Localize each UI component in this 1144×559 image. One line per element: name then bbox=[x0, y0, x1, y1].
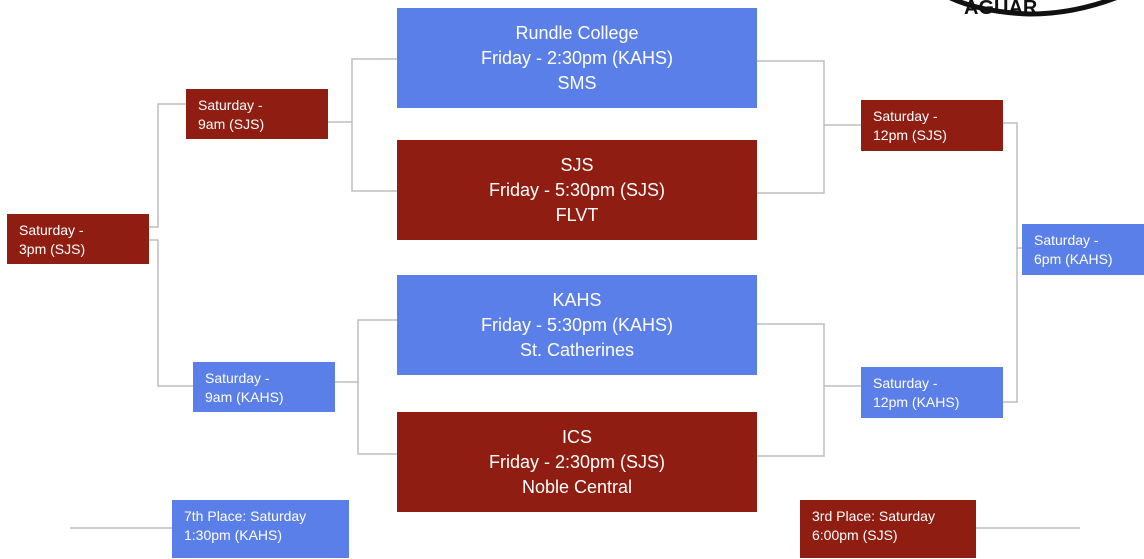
cons-semi-top-line1: Saturday - bbox=[198, 97, 263, 113]
third-place-line1: 3rd Place: Saturday bbox=[812, 508, 935, 524]
cons-final-line2: 3pm (SJS) bbox=[19, 241, 86, 257]
championship-final: Saturday - 6pm (KAHS) bbox=[1022, 224, 1144, 275]
jaguar-logo: AGUAR bbox=[949, 0, 1117, 19]
connector-champ-top bbox=[1003, 122, 1022, 249]
consolation-semi-bottom: Saturday - 9am (KAHS) bbox=[193, 362, 335, 412]
connector-cons-top bbox=[149, 103, 186, 228]
qf2-team1: SJS bbox=[560, 154, 594, 175]
connector-qf4-left bbox=[357, 382, 397, 455]
qf3-team1: KAHS bbox=[552, 289, 602, 310]
connector-qf3-left bbox=[335, 319, 397, 383]
seventh-place-line2: 1:30pm (KAHS) bbox=[184, 527, 283, 543]
connector-qf4-right bbox=[757, 386, 825, 457]
connector-qf2-left bbox=[351, 122, 397, 192]
champ-final-line2: 6pm (KAHS) bbox=[1034, 251, 1113, 267]
seventh-place-line1: 7th Place: Saturday bbox=[184, 508, 307, 524]
svg-text:AGUAR: AGUAR bbox=[964, 0, 1038, 19]
consolation-semi-top: Saturday - 9am (SJS) bbox=[186, 89, 328, 139]
seventh-place-game: 7th Place: Saturday 1:30pm (KAHS) bbox=[172, 500, 349, 558]
qf4-time: Friday - 2:30pm (SJS) bbox=[488, 451, 666, 472]
cons-semi-bottom-line2: 9am (KAHS) bbox=[205, 389, 284, 405]
quarterfinal-3: KAHS Friday - 5:30pm (KAHS) St. Catherin… bbox=[397, 275, 757, 375]
third-place-game: 3rd Place: Saturday 6:00pm (SJS) bbox=[800, 500, 976, 558]
connector-qf1-left bbox=[328, 58, 397, 123]
champ-semi-top-line2: 12pm (SJS) bbox=[873, 127, 947, 143]
qf2-team2: FLVT bbox=[555, 204, 599, 225]
connector-qf2-right bbox=[757, 125, 825, 194]
consolation-final: Saturday - 3pm (SJS) bbox=[7, 214, 149, 264]
qf2-time: Friday - 5:30pm (SJS) bbox=[488, 179, 666, 200]
champ-semi-top-line1: Saturday - bbox=[873, 108, 938, 124]
qf4-team2: Noble Central bbox=[521, 476, 633, 497]
qf1-team2: SMS bbox=[557, 72, 597, 93]
cons-semi-top-line2: 9am (SJS) bbox=[198, 116, 265, 132]
qf1-time: Friday - 2:30pm (KAHS) bbox=[480, 47, 674, 68]
connector-cons-bottom bbox=[149, 239, 193, 387]
quarterfinal-2: SJS Friday - 5:30pm (SJS) FLVT bbox=[397, 140, 757, 240]
qf1-team1: Rundle College bbox=[515, 22, 639, 43]
third-place-line2: 6:00pm (SJS) bbox=[812, 527, 898, 543]
quarterfinal-4: ICS Friday - 2:30pm (SJS) Noble Central bbox=[397, 412, 757, 512]
qf3-team2: St. Catherines bbox=[519, 339, 635, 360]
connector-qf1-right bbox=[757, 60, 861, 126]
champ-semi-bottom-line2: 12pm (KAHS) bbox=[873, 394, 960, 410]
champ-semi-bottom-line1: Saturday - bbox=[873, 375, 938, 391]
champ-final-line1: Saturday - bbox=[1034, 232, 1099, 248]
cons-final-line1: Saturday - bbox=[19, 222, 84, 238]
quarterfinal-1: Rundle College Friday - 2:30pm (KAHS) SM… bbox=[397, 8, 757, 108]
connector-champ-bottom bbox=[1003, 248, 1018, 403]
qf3-time: Friday - 5:30pm (KAHS) bbox=[480, 314, 674, 335]
championship-semi-top: Saturday - 12pm (SJS) bbox=[861, 100, 1003, 151]
connector-qf3-right bbox=[757, 323, 861, 387]
cons-semi-bottom-line1: Saturday - bbox=[205, 370, 270, 386]
championship-semi-bottom: Saturday - 12pm (KAHS) bbox=[861, 367, 1003, 418]
qf4-team1: ICS bbox=[561, 426, 592, 447]
